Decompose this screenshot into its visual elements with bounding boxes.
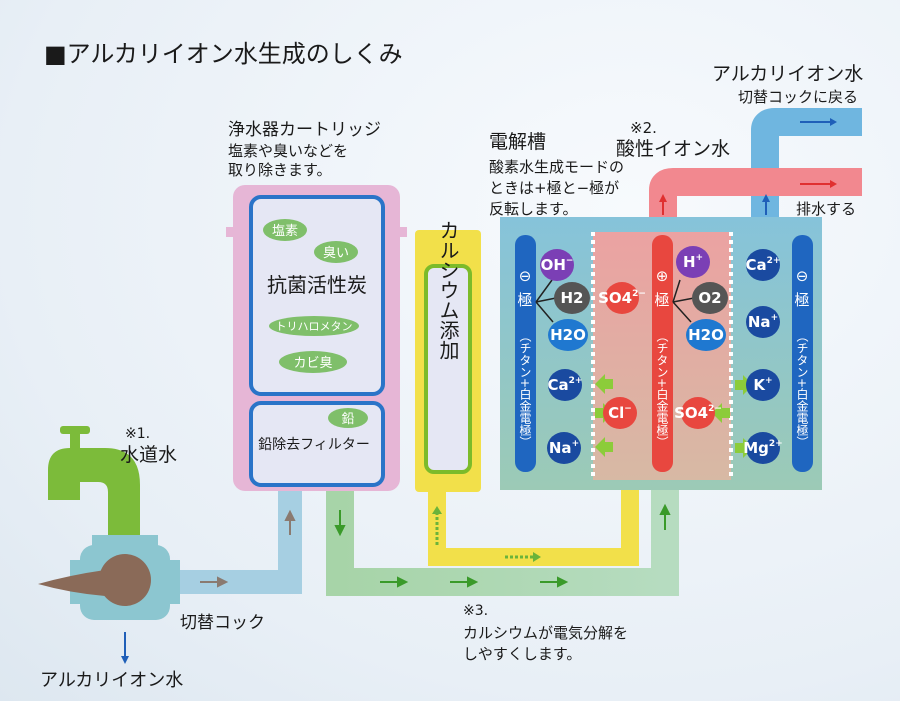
- flow-arrows: [334, 503, 671, 588]
- ion-label: Na+: [748, 313, 778, 331]
- ion-k: K+: [746, 369, 780, 401]
- ion-so4: SO42−: [674, 397, 722, 429]
- ion-ca: Ca2+: [548, 369, 582, 401]
- cell-desc: 酸素水生成モードの: [489, 158, 624, 176]
- pole-label: 極: [517, 291, 532, 309]
- calcium-flow-arrows: [432, 506, 541, 562]
- plus-icon: ⊕: [656, 267, 669, 285]
- tag-chlorine: 塩素: [272, 224, 298, 239]
- electrode-material: （チタン+白金電極）: [795, 330, 809, 448]
- ion-na: Na+: [746, 306, 780, 338]
- ion-h2o: H2O: [686, 319, 726, 351]
- electrode-material: （チタン+白金電極）: [655, 330, 669, 448]
- calcium-pipe: [428, 490, 639, 566]
- note3-line: カルシウムが電気分解を: [463, 624, 628, 642]
- ion-na: Na+: [547, 432, 581, 464]
- ion-h2: H2: [554, 282, 590, 314]
- activated-carbon-label: 抗菌活性炭: [267, 273, 367, 297]
- calcium-cartridge: [415, 230, 481, 492]
- ion-ca: Ca2+: [746, 249, 780, 281]
- tag-mold-odor: カビ臭: [293, 356, 332, 371]
- output-label: アルカリイオン水: [40, 670, 183, 691]
- cell-desc: 反転します。: [489, 200, 578, 218]
- ion-label: OH−: [541, 256, 574, 274]
- cartridge-to-cell-pipe: [326, 490, 679, 596]
- note3-line: しやすくします。: [463, 645, 581, 663]
- negative-electrode-right: [792, 235, 813, 472]
- ion-oh: OH−: [540, 249, 574, 281]
- cartridge-desc: 塩素や臭いなどを: [228, 142, 348, 160]
- cartridge-desc: 取り除きます。: [228, 161, 332, 179]
- minus-icon: ⊖: [519, 267, 532, 285]
- ion-mg: Mg2+: [743, 432, 783, 464]
- acid-drain-pipe: [649, 168, 862, 222]
- switch-cock-icon: [38, 535, 180, 620]
- cell-desc: ときは+極と−極が: [489, 179, 619, 197]
- cell-title: 電解槽: [489, 131, 546, 153]
- ion-h2o: H2O: [548, 319, 588, 351]
- negative-electrode-left: [515, 235, 536, 472]
- ion-label: H2O: [550, 326, 586, 344]
- note3-mark: ※3.: [463, 603, 488, 619]
- positive-electrode: [652, 235, 673, 472]
- tag-lead: 鉛: [341, 412, 354, 427]
- calcium-label: カルシウム添加: [436, 220, 460, 360]
- tap-note: ※1.: [125, 426, 150, 442]
- ion-label: O2: [698, 289, 721, 307]
- ion-o2: O2: [692, 282, 728, 314]
- electrolysis-cell: [500, 217, 822, 490]
- ion-label: H2: [561, 289, 584, 307]
- pole-label: 極: [654, 291, 669, 309]
- minus-icon: ⊖: [796, 267, 809, 285]
- faucet-icon: [48, 426, 140, 545]
- tag-odor: 臭い: [323, 246, 349, 261]
- page-title: ■アルカリイオン水生成のしくみ: [44, 40, 403, 68]
- drain-label: 排水する: [796, 200, 856, 218]
- flow-arrow-up: [659, 194, 667, 202]
- return-label-line2: 切替コックに戻る: [738, 88, 858, 106]
- pole-label: 極: [794, 291, 809, 309]
- cock-label: 切替コック: [180, 613, 265, 633]
- acid-note: ※2.: [630, 119, 657, 137]
- return-label-line1: アルカリイオン水: [712, 63, 863, 85]
- ion-cl: Cl−: [603, 397, 637, 429]
- electrode-material: （チタン+白金電極）: [518, 330, 532, 448]
- acid-label: 酸性イオン水: [616, 138, 730, 160]
- alkaline-return-pipe: [751, 108, 862, 222]
- reaction-arrows: [535, 279, 695, 323]
- tap-label: 水道水: [120, 444, 177, 466]
- ion-label: H2O: [688, 326, 724, 344]
- cartridge-title: 浄水器カートリッジ: [228, 120, 381, 140]
- flow-arrow-up: [762, 194, 770, 202]
- tag-trihalomethane: トリハロメタン: [276, 320, 353, 333]
- filter-cartridge: [226, 185, 407, 491]
- ion-h: H+: [676, 246, 710, 278]
- tap-flow-arrows: [200, 509, 296, 588]
- lead-filter-label: 鉛除去フィルター: [258, 437, 370, 453]
- ion-so4: SO42−: [598, 282, 646, 314]
- ion-label: Na+: [549, 439, 579, 457]
